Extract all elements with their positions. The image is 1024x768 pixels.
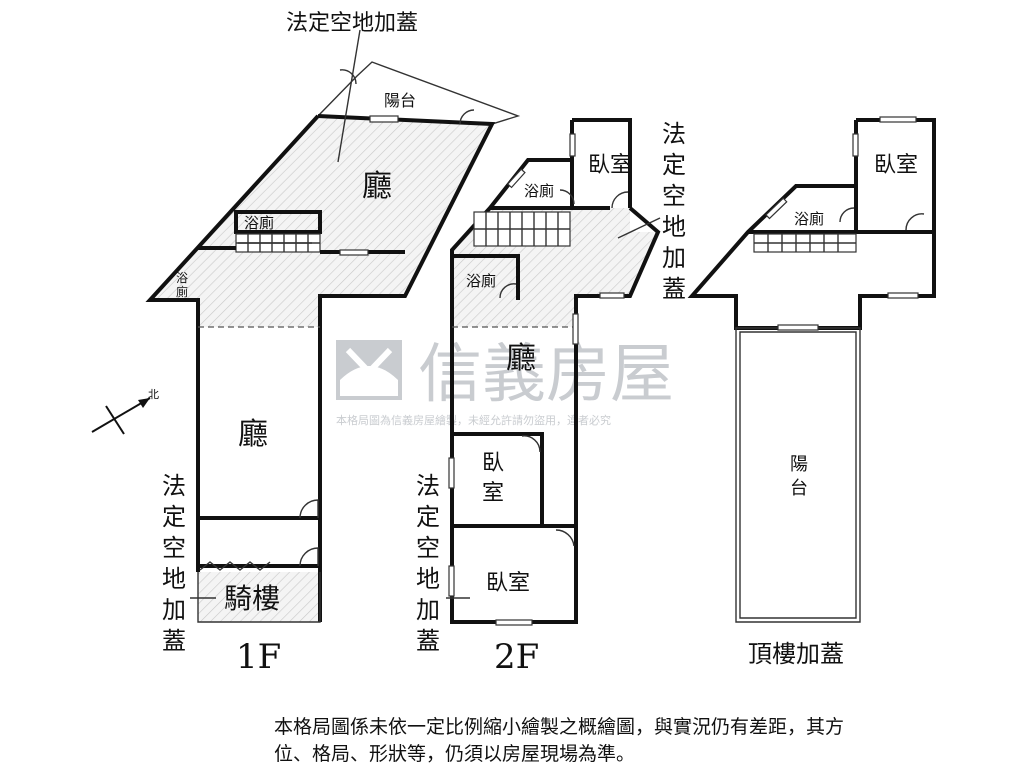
room-hall-lower-1f: 廳 [238,417,268,452]
floor-2f: 臥室 浴廁 浴廁 廳 臥室 臥室 法定空 地加蓋 法定空 地加蓋 2F [416,118,694,677]
wall-left-1f [145,114,320,572]
room-arcade: 騎樓 [224,582,280,615]
door-balcony-1f [459,109,475,125]
door-bedroom-roof [905,213,925,231]
window-hall-2f [572,313,579,345]
wall-outer-2f [450,120,661,624]
stair-treads-2f [474,212,570,246]
room-bath-roof: 浴廁 [794,210,824,228]
annot-left-2f: 法定空 地加蓋 [416,472,448,655]
window-bedroom-bottom-2f [448,565,455,597]
room-bedroom-mid-2f: 臥室 [482,451,504,506]
bath-upper-walls-1f [234,210,322,234]
caption-roof: 頂樓加蓋 [748,640,844,668]
window-right-2f [599,292,625,299]
room-bath-top-2f: 浴廁 [524,182,554,200]
window-diag-roof [765,197,788,220]
door-bath-top-2f [559,189,575,205]
caption-1f: 1F [236,637,281,677]
wall-top-2f [572,118,632,208]
stair-treads-roof [754,234,856,252]
door-bath-mid-2f [499,283,517,299]
room-bedroom-roof: 臥室 [874,153,918,178]
room-bath-mid-2f: 浴廁 [466,272,496,290]
room-balcony-roof: 陽台 [790,454,808,499]
room-bath-upper-1f: 浴廁 [244,214,274,232]
window-bedroom-roof [852,133,859,157]
window-diag-2f [506,168,526,189]
window-bedroom-top-2f [569,133,576,157]
balcony-outline-roof [735,327,861,623]
bath-left-char-1: 浴 [176,271,188,285]
room-hall-2f: 廳 [506,341,536,376]
wall-right-1f [317,114,496,622]
floor-rooftop: 臥室 浴廁 陽台 頂樓加蓋 [687,116,936,668]
window-balcony-roof [777,324,819,331]
brand-logo [336,340,402,400]
annot-right-2f: 法定空 地加蓋 [662,120,694,303]
door-1f-b [299,547,319,567]
leader-annot-right-2f [617,217,661,239]
watermark: 信義房屋 本格局圖為信義房屋繪製，未經允許請勿盜用，違者必究 [336,338,674,427]
annot-side-1f: 法定空 地加蓋 [162,472,194,655]
door-bedroom-bottom-2f [555,529,575,547]
annot-top-1f: 法定空地加蓋 [286,11,418,36]
window-bottom-2f [495,619,533,626]
north-label: 北 [148,388,159,401]
door-1f-a [299,499,319,519]
caption-2f: 2F [494,637,539,677]
door-bath-roof [839,207,855,223]
watermark-notice: 本格局圖為信義房屋繪製，未經允許請勿盜用，違者必究 [336,413,611,427]
door-bedroom-mid-2f [521,435,541,453]
north-arrow [91,397,151,435]
room-hall-upper-1f: 廳 [362,169,392,204]
window-bedroom-mid-2f [448,457,455,489]
door-top-1f [339,69,357,85]
room-bath-left-1f: 浴 廁 [176,271,192,299]
rolling-door [199,561,271,571]
arcade-area [198,572,320,622]
disclaimer-note: 本格局圖係未依一定比例縮小繪製之概繪圖，與實況仍有差距，其方位、格局、形狀等，仍… [274,716,845,765]
bedroom-mid-walls-2f [452,432,544,528]
arcade-outline [197,572,321,623]
wall-outer-roof [687,118,936,330]
floor-1f: 北 法定空地加蓋 陽台 廳 浴廁 浴 廁 廳 騎樓 法定空 地加蓋 1F [91,11,521,677]
leader-annot-top-1f [337,29,361,163]
door-bedroom-top-2f [611,191,629,209]
window-top-roof [879,116,917,123]
window-mid-1f [339,249,369,256]
window-balcony-1f [369,115,399,123]
bath-left-char-2: 廁 [176,284,188,299]
watermark-brand: 信義房屋 [418,338,674,412]
window-right-roof [887,292,919,299]
room-balcony-1f: 陽台 [384,91,416,110]
bath-mid-walls-2f [452,254,520,300]
balcony-inner-roof [739,331,857,619]
room-bedroom-bottom-2f: 臥室 [486,571,530,596]
balcony-outline-1f [316,61,521,125]
room-bedroom-top-2f: 臥室 [588,153,632,178]
